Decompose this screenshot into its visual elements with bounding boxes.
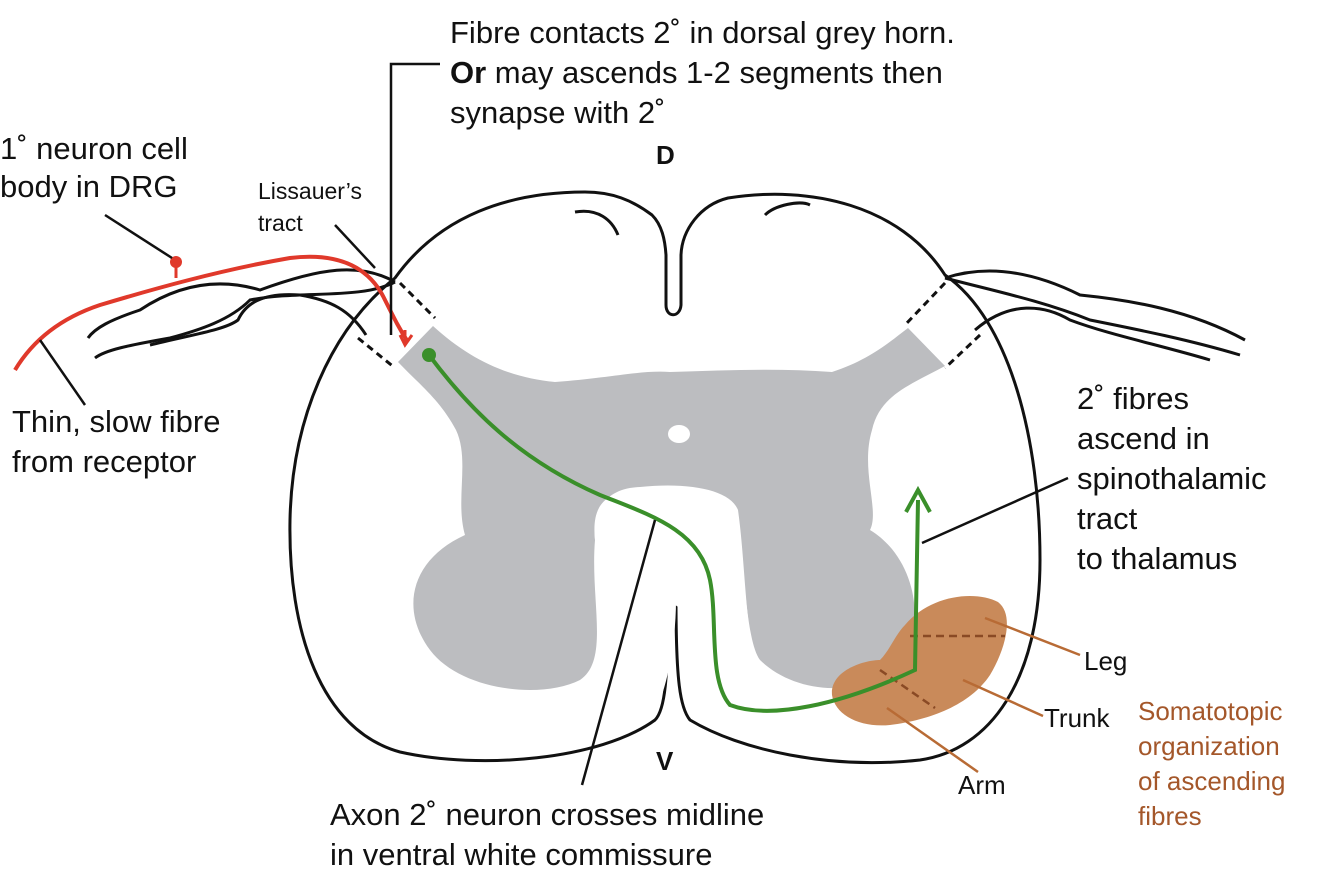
somatotopic-region [831,595,1007,726]
top-annotation-line2: Or may ascends 1-2 segments then [450,54,943,91]
leader-axon [580,519,657,786]
arm-label: Arm [958,770,1006,800]
ascend-label-line5: to thalamus [1077,541,1238,576]
thin-fibre-label-line2: from receptor [12,444,197,479]
somatotopic-label-line3: of ascending [1138,766,1286,796]
leader-lissauer [334,224,376,269]
leader-top-text [389,62,440,335]
ascend-label-line3: spinothalamic [1077,461,1267,496]
primary-fibre-terminal [398,330,414,348]
spinal-cord-outline [288,190,1042,765]
secondary-fibre [427,353,920,713]
axon-label-line1: Axon 2˚ neuron crosses midline [330,797,765,832]
cell-body-label-line2: body in DRG [0,169,178,204]
somatotopic-label-line2: organization [1138,731,1280,761]
ascending-arrowhead [904,485,932,513]
ascend-label-line1: 2˚ fibres [1077,381,1189,416]
cell-body-label-line1: 1˚ neuron cell [0,131,188,166]
grey-matter [398,326,945,690]
right-ventral-root-outline [974,306,1211,362]
secondary-neuron-soma [422,348,436,362]
lissauer-label-line1: Lissauer’s [258,178,362,204]
top-annotation-line2-rest: may ascends 1-2 segments then [486,55,943,90]
leg-label: Leg [1084,646,1128,676]
primary-afferent-fibre [13,254,410,372]
top-annotation-line1: Fibre contacts 2˚ in dorsal grey horn. [450,15,955,50]
somatotopic-divider-arm [879,668,936,710]
ventral-white-area [594,485,755,700]
dorsal-sulcus-left [574,209,620,236]
root-entry-dashes-right [903,281,982,370]
root-entry-dashes-left [357,281,437,370]
somatotopic-label-line1: Somatotopic [1138,696,1283,726]
leader-thin-fibre [38,339,87,406]
ventral-label: V [656,746,674,776]
central-canal [668,425,690,443]
top-annotation-or: Or [450,55,487,90]
trunk-label: Trunk [1044,703,1110,733]
thin-fibre-label-line1: Thin, slow fibre [12,404,221,439]
leader-cell-body [104,213,173,260]
leader-arm [886,706,979,774]
left-dorsal-root-outline [86,268,396,360]
top-annotation-line3: synapse with 2˚ [450,95,666,130]
right-dorsal-root-outline [944,269,1246,357]
ascend-label-line4: tract [1077,501,1138,536]
left-ventral-root-outline [149,293,368,347]
dorsal-sulcus-right [763,201,811,217]
leader-leg [984,616,1081,657]
dorsal-label: D [656,140,675,170]
somatotopic-label-line4: fibres [1138,801,1202,831]
leader-trunk [962,678,1044,718]
axon-label-line2: in ventral white commissure [330,837,713,872]
lissauer-label-line2: tract [258,210,303,236]
leader-ascend [921,476,1069,545]
cell-body-dot [170,256,182,268]
ascend-label-line2: ascend in [1077,421,1210,456]
